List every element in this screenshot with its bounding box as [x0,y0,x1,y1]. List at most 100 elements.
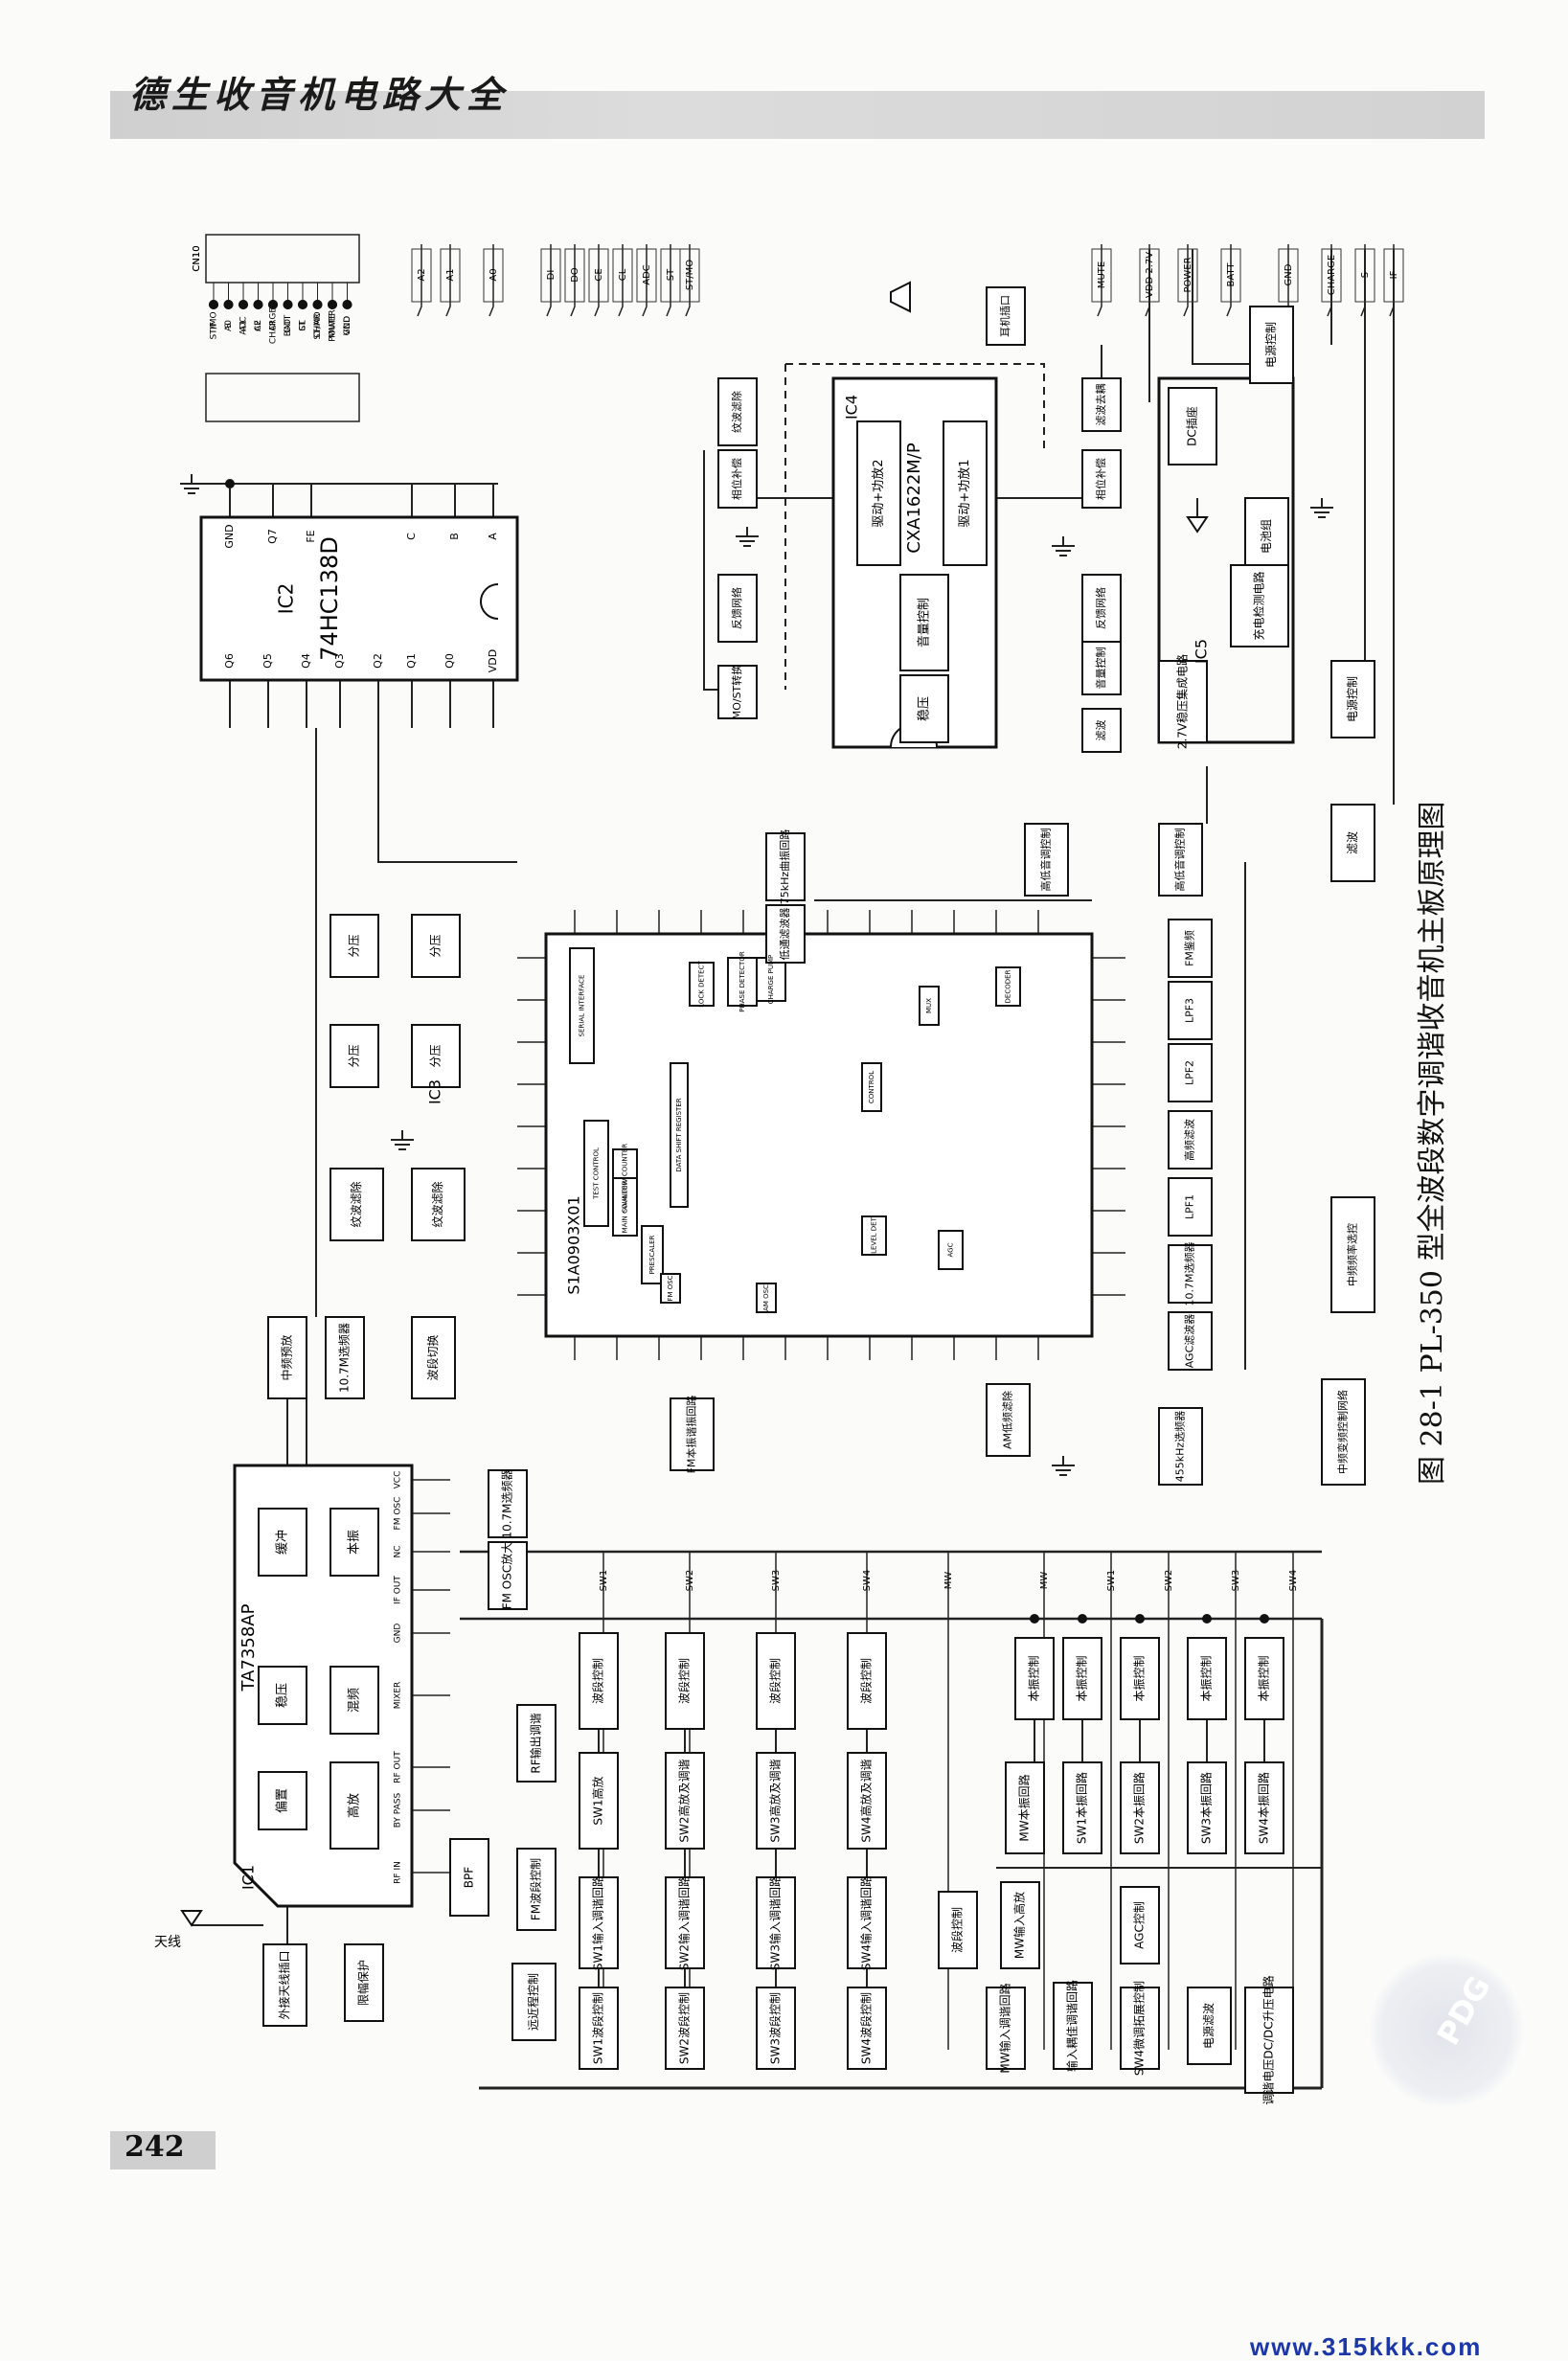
left-chain-block-label: 远近程控制 [526,1973,540,2031]
osc-block [1244,1761,1284,1854]
ic4-volume-label: 音量控制 [917,598,932,647]
sw-rf-amp [665,1752,705,1850]
ic3-aux-block-label: 高频滤波 [1183,1119,1196,1161]
connector-cn10-b-pin: POWER [329,309,338,341]
junction-dot [298,300,307,309]
ic3-internal-block [727,957,758,1007]
left-chain-block [511,1963,557,2041]
left-chain-block [411,1316,456,1399]
signal-label: ADC [642,264,652,285]
ic3-internal-block [612,1177,638,1237]
signal-label: CE [594,268,604,281]
ic3-aux-block [670,1397,715,1471]
ic3-internal-block [919,986,940,1026]
ic3-aux-block-label: FM本振谐振回路 [685,1396,698,1474]
signal-label: A0 [489,268,499,281]
left-chain-block-label: 分压 [348,1044,361,1067]
left-chain-block-label: 纹波滤除 [430,1181,444,1227]
sw-input-tuning [579,1876,619,1969]
signal-label: A2 [417,268,427,281]
ic3-aux-block [1024,823,1069,897]
ic4-aux-block [717,377,758,446]
left-chain-block-label: BPF [463,1867,476,1888]
power-block [1168,387,1217,466]
osc-block [1244,1637,1284,1720]
ic3-aux-block [986,1383,1031,1457]
wire [703,450,718,691]
left-chain-block [330,1168,384,1241]
sw-band-control-label: 波段控制 [768,1658,783,1704]
wire [1183,244,1189,317]
ic1-internal-block [330,1508,379,1577]
signal-label: BATT [1226,262,1237,287]
sw-rf-amp-label: SW2高放及调谐 [677,1759,692,1842]
ic3-internal-block-label: LEVEL DET [871,1216,878,1253]
mw-block [1053,1982,1093,2070]
junction-dot [328,300,337,309]
ic4-part: CXA1622M/P [904,443,924,554]
left-chain-block-label: 分压 [348,934,361,957]
signal-tag [1091,248,1112,303]
sw-band-switch-label: SW1波段控制 [591,1992,605,2064]
wire [570,244,576,317]
bus-label: MW [1039,1572,1050,1590]
bus-label: SW1 [599,1570,609,1592]
left-chain-block-label: 外接天线插口 [277,1950,291,2019]
ic2-pin-bottom: Q1 [405,653,418,669]
ic1-pin: VCC [394,1471,403,1489]
left-chain-block [344,1943,384,2022]
osc-block-label: 本振控制 [1200,1655,1214,1701]
sw-input-tuning-label: SW4输入调谐回路 [859,1875,874,1970]
pdg-watermark [1370,1954,1523,2107]
signal-tag [1177,248,1198,303]
ic3-ref: IC3 [426,1079,444,1104]
osc-block-label: SW3本振回路 [1199,1772,1214,1844]
ic4-aux-block [1081,449,1122,509]
signal-label: DO [570,267,580,283]
ic4-aux-block-label: MO/ST转换 [730,665,743,720]
power-block [1249,306,1294,384]
signal-tag [483,248,504,303]
power-block-label: DC插座 [1185,406,1199,446]
left-chain-block-label: 波段切换 [425,1334,440,1380]
mw-block [1120,1886,1160,1965]
ic3-internal-block-label: AM OSC [762,1284,770,1311]
wire [642,244,648,317]
sw-input-tuning-label: SW2输入调谐回路 [677,1875,692,1970]
osc-block-label: 本振控制 [1133,1655,1147,1701]
ic5-frame [1157,376,1295,744]
ic3-internal-block-label: MAIN COUNTER [622,1181,629,1234]
ic3-internal-block-label: FM OSC [667,1275,674,1301]
ic4-amp1 [943,420,988,566]
osc-block-label: 本振控制 [1258,1655,1271,1701]
left-chain-block [516,1848,557,1931]
ic2-pin-bottom: Q0 [443,653,456,669]
ic3-aux-block [1158,1407,1203,1486]
osc-block-label: 本振控制 [1028,1655,1041,1701]
signal-tag [440,248,461,303]
power-block [1244,497,1289,576]
ic3-internal-block [689,962,715,1007]
power-block-label: 电源控制 [1264,322,1278,368]
ic4-aux-block-label: 滤波 [1095,720,1107,741]
ic2-pin-top: B [448,533,461,540]
ic4-aux-block [717,574,758,643]
ic3-internal-block-label: LOCK DETECT [698,961,706,1008]
ic3-aux-block [1168,1177,1213,1237]
ic3-aux-block [1168,919,1213,978]
left-chain-block [411,1024,461,1088]
left-chain-block [267,1316,307,1399]
sw-band-control-label: 波段控制 [677,1658,692,1704]
ic3-aux-block [1168,1311,1213,1371]
wire [546,244,552,317]
left-chain-block [330,914,379,978]
wire [445,244,451,317]
left-chain-block [411,914,461,978]
ic3-internal-block-label: SERIAL INTERFACE [579,975,586,1037]
sw-input-tuning [756,1876,796,1969]
ic3-aux-block-label: 中频频率选控 [1346,1223,1359,1286]
left-chain-block-label: 分压 [429,1044,443,1067]
signal-label: ST/MO [685,260,695,290]
ic4-aux-block [717,449,758,509]
